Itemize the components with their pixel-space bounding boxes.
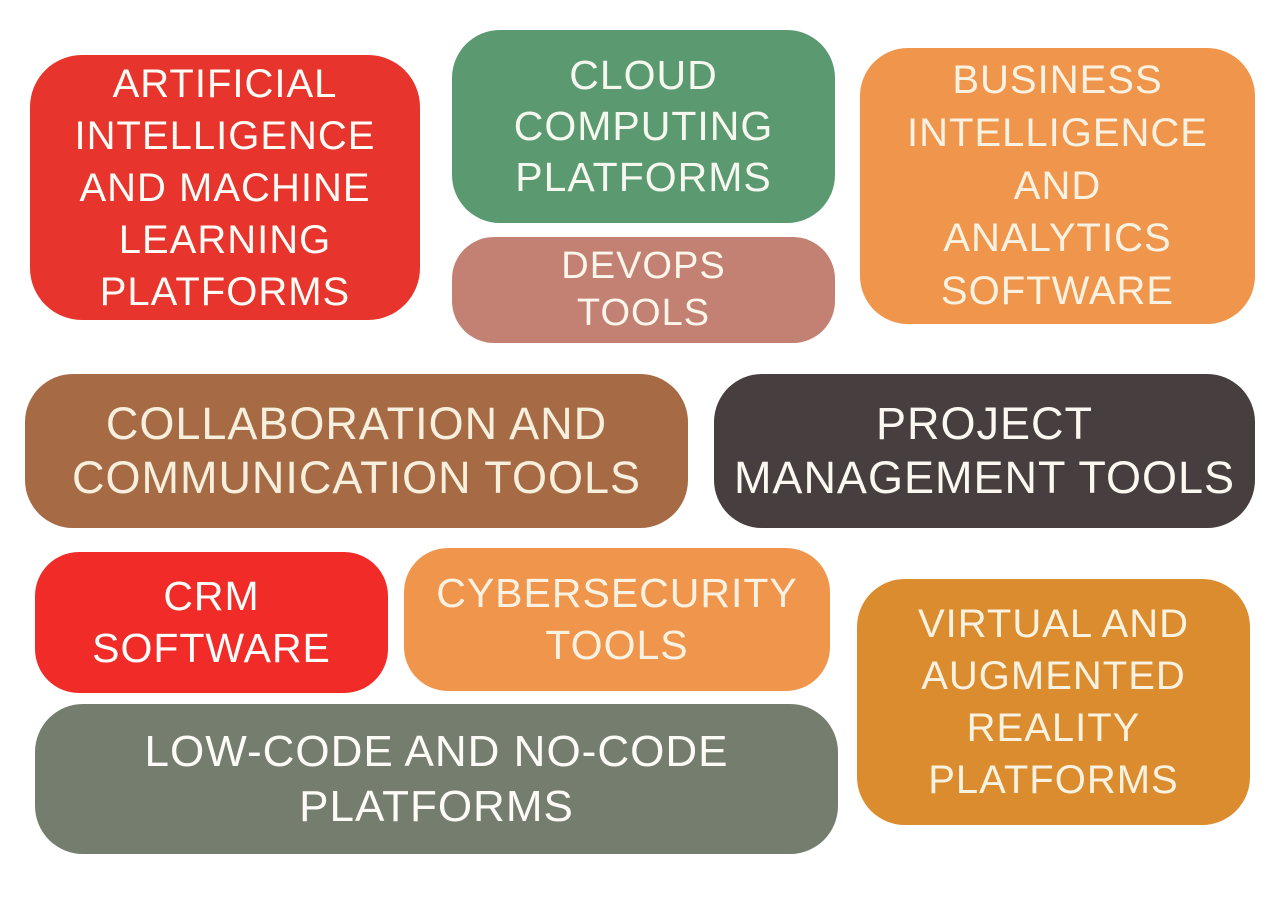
card-ai-ml-platforms: ARTIFICIAL INTELLIGENCE AND MACHINE LEAR… xyxy=(30,55,420,320)
card-vr-ar-platforms: VIRTUAL AND AUGMENTED REALITY PLATFORMS xyxy=(857,579,1250,825)
card-cybersecurity-tools: CYBERSECURITY TOOLS xyxy=(404,548,830,691)
card-project-management-tools-label: PROJECT MANAGEMENT TOOLS xyxy=(733,398,1236,503)
card-devops-tools-label: DEVOPS TOOLS xyxy=(561,244,726,335)
card-devops-tools: DEVOPS TOOLS xyxy=(452,237,835,343)
card-low-code-no-code-platforms: LOW-CODE AND NO-CODE PLATFORMS xyxy=(35,704,838,854)
card-cybersecurity-tools-label: CYBERSECURITY TOOLS xyxy=(436,570,798,668)
card-crm-software-label: CRM SOFTWARE xyxy=(92,573,331,671)
card-low-code-no-code-platforms-label: LOW-CODE AND NO-CODE PLATFORMS xyxy=(144,727,729,831)
card-project-management-tools: PROJECT MANAGEMENT TOOLS xyxy=(714,374,1255,528)
card-collaboration-communication-tools: COLLABORATION AND COMMUNICATION TOOLS xyxy=(25,374,688,528)
card-cloud-computing-platforms: CLOUD COMPUTING PLATFORMS xyxy=(452,30,835,223)
card-ai-ml-platforms-label: ARTIFICIAL INTELLIGENCE AND MACHINE LEAR… xyxy=(74,61,376,314)
card-crm-software: CRM SOFTWARE xyxy=(35,552,388,693)
card-bi-analytics-software: BUSINESS INTELLIGENCE AND ANALYTICS SOFT… xyxy=(860,48,1255,324)
card-collaboration-communication-tools-label: COLLABORATION AND COMMUNICATION TOOLS xyxy=(71,398,642,503)
card-bi-analytics-software-label: BUSINESS INTELLIGENCE AND ANALYTICS SOFT… xyxy=(907,58,1208,314)
card-cloud-computing-platforms-label: CLOUD COMPUTING PLATFORMS xyxy=(513,51,774,201)
card-vr-ar-platforms-label: VIRTUAL AND AUGMENTED REALITY PLATFORMS xyxy=(917,602,1190,802)
